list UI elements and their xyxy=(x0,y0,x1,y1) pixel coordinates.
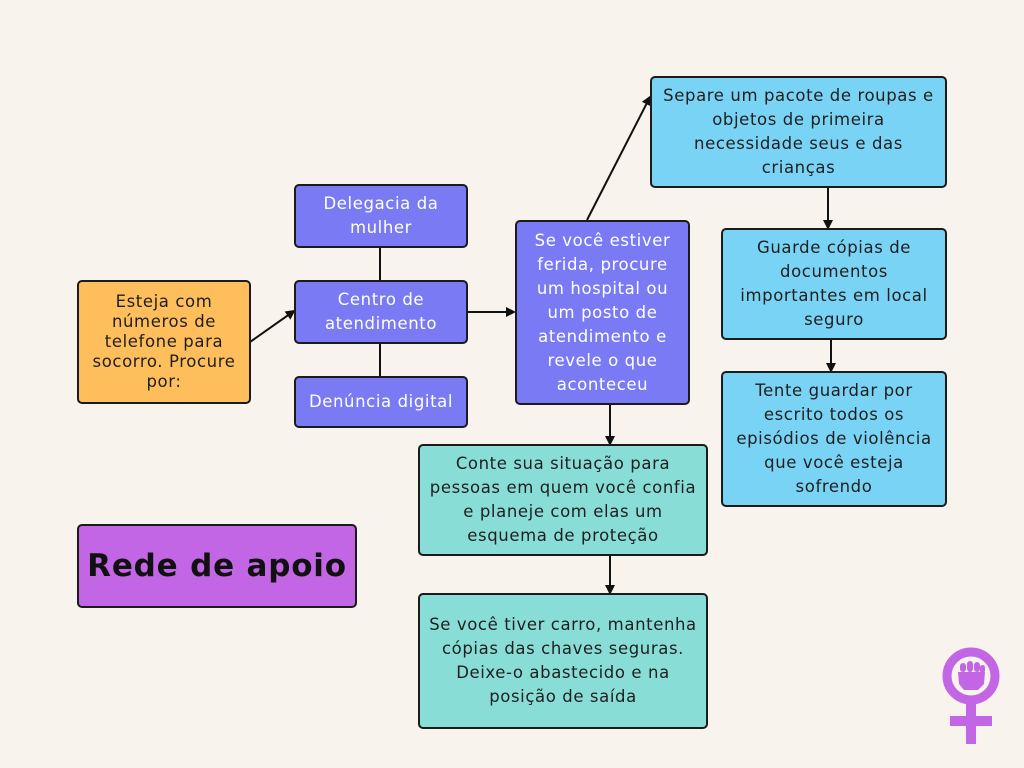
ferida-text: Se você estiver ferida, procure um hospi… xyxy=(534,230,671,394)
phones-text: Esteja com números de telefone para soco… xyxy=(92,292,236,391)
page-title: Rede de apoio xyxy=(87,548,347,584)
ferida-box: Se você estiver ferida, procure um hospi… xyxy=(515,220,690,405)
phones-box: Esteja com números de telefone para soco… xyxy=(77,280,251,404)
copias-box: Guarde cópias de documentos importantes … xyxy=(721,228,947,340)
conte-box: Conte sua situação para pessoas em quem … xyxy=(418,444,708,556)
title-box: Rede de apoio xyxy=(77,524,357,608)
denuncia-box: Denúncia digital xyxy=(294,376,468,428)
escrito-box: Tente guardar por escrito todos os episó… xyxy=(721,371,947,507)
carro-box: Se você tiver carro, mantenha cópias das… xyxy=(418,593,708,729)
pacote-box: Separe um pacote de roupas e objetos de … xyxy=(650,76,947,188)
escrito-text: Tente guardar por escrito todos os episó… xyxy=(736,381,932,496)
carro-text: Se você tiver carro, mantenha cópias das… xyxy=(429,615,697,706)
denuncia-text: Denúncia digital xyxy=(308,392,454,411)
pacote-text: Separe um pacote de roupas e objetos de … xyxy=(663,86,934,177)
arrow-ferida-to-pacote xyxy=(586,95,651,221)
delegacia-box: Delegacia da mulher xyxy=(294,184,468,248)
delegacia-text: Delegacia da mulher xyxy=(323,194,439,237)
conte-text: Conte sua situação para pessoas em quem … xyxy=(429,454,697,545)
copias-text: Guarde cópias de documentos importantes … xyxy=(740,238,928,329)
centro-box: Centro de atendimento xyxy=(294,280,468,344)
centro-text: Centro de atendimento xyxy=(324,290,438,333)
arrow-phones-to-centro xyxy=(249,309,296,343)
